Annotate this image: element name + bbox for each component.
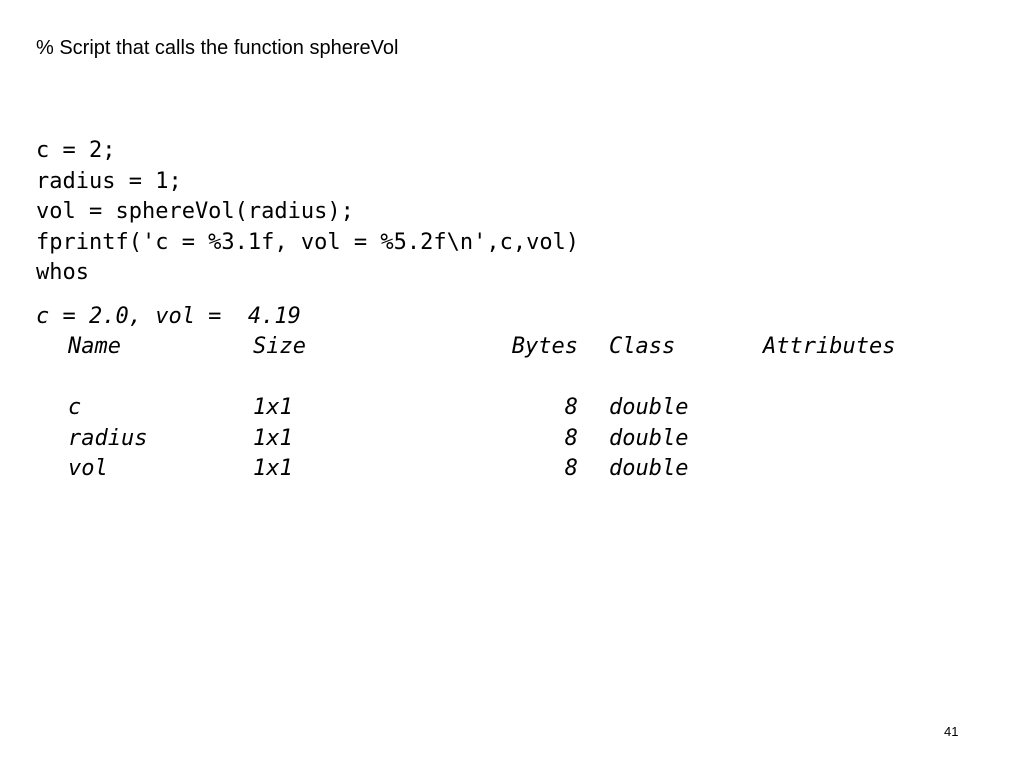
fprintf-output-line: c = 2.0, vol = 4.19 xyxy=(36,304,301,329)
header-class: Class xyxy=(609,334,676,359)
code-block: c = 2; radius = 1; vol = sphereVol(radiu… xyxy=(36,136,579,289)
code-line: radius = 1; xyxy=(36,168,182,194)
code-line: whos xyxy=(36,260,89,285)
table-row: c 1x1 8 double xyxy=(68,393,968,424)
slide-heading: % Script that calls the function sphereV… xyxy=(36,37,399,59)
code-line: vol = sphereVol(radius); xyxy=(36,199,354,224)
row-class: double xyxy=(609,456,689,481)
table-row: radius 1x1 8 double xyxy=(68,424,968,455)
row-bytes: 8 xyxy=(564,395,578,420)
whos-table: Name Size Bytes Class Attributes c 1x1 8… xyxy=(68,332,968,485)
header-name: Name xyxy=(68,334,121,359)
row-class: double xyxy=(609,395,689,420)
header-bytes: Bytes xyxy=(511,334,578,359)
header-attributes: Attributes xyxy=(763,334,896,359)
row-name: vol xyxy=(68,456,108,481)
row-size: 1x1 xyxy=(253,425,293,451)
row-name: radius xyxy=(68,425,148,451)
row-size: 1x1 xyxy=(253,395,293,420)
whos-header-row: Name Size Bytes Class Attributes xyxy=(68,332,968,363)
code-line: fprintf('c = %3.1f, vol = %5.2f\n',c,vol… xyxy=(36,229,580,255)
row-size: 1x1 xyxy=(253,456,293,481)
row-class: double xyxy=(609,425,689,451)
page-number: 41 xyxy=(944,724,959,739)
code-line: c = 2; xyxy=(36,138,116,163)
output-block: c = 2.0, vol = 4.19 xyxy=(36,302,301,333)
table-row: vol 1x1 8 double xyxy=(68,454,968,485)
row-name: c xyxy=(68,395,82,420)
row-bytes: 8 xyxy=(564,456,578,481)
row-bytes: 8 xyxy=(564,425,578,451)
whos-spacer-row xyxy=(68,363,968,394)
header-size: Size xyxy=(253,334,306,359)
